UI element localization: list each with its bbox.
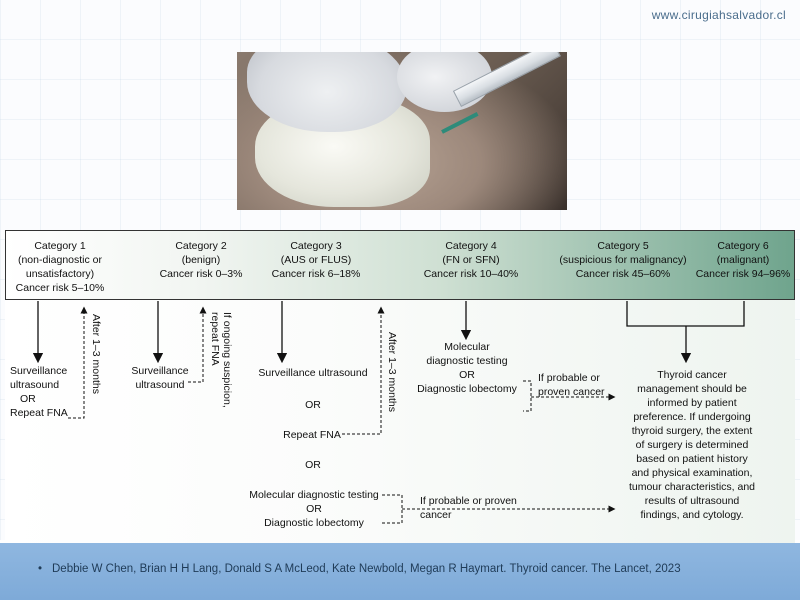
category-5-title: Category 5 bbox=[597, 240, 649, 252]
citation: • Debbie W Chen, Brian H H Lang, Donald S… bbox=[38, 563, 681, 575]
outcome-line-8: and physical examination, bbox=[631, 467, 753, 479]
cat1-return-arrow bbox=[68, 306, 88, 419]
category-2-risk: Cancer risk 0–3% bbox=[159, 268, 243, 280]
citation-footer: • Debbie W Chen, Brian H H Lang, Donald S… bbox=[0, 543, 800, 600]
category-5-desc: (suspicious for malignancy) bbox=[559, 254, 687, 266]
cat4-action-line4: Diagnostic lobectomy bbox=[417, 383, 517, 395]
cat3-return-arrow bbox=[342, 306, 385, 435]
cat2-return-label-line2: repeat FNA bbox=[209, 312, 221, 366]
category-6: Category 6 (malignant) Cancer risk 94–96… bbox=[693, 239, 793, 281]
cat4-action-line1: Molecular bbox=[444, 341, 490, 353]
outcome-line-11: findings, and cytology. bbox=[640, 509, 744, 521]
cat4-condition-line1: If probable or bbox=[538, 372, 600, 384]
cat3-molecular-line1: Molecular diagnostic testing bbox=[249, 489, 379, 501]
cat4-action-or: OR bbox=[459, 369, 475, 381]
category-1: Category 1 (non-diagnostic or unsatisfac… bbox=[10, 239, 110, 295]
category-2: Category 2 (benign) Cancer risk 0–3% bbox=[146, 239, 256, 281]
category-2-title: Category 2 bbox=[175, 240, 227, 252]
cat1-return-label: After 1–3 months bbox=[90, 314, 102, 394]
cat4-action-line2: diagnostic testing bbox=[426, 355, 508, 367]
cat5-6-bracket bbox=[626, 301, 745, 327]
outcome-line-9: tumour characteristics, and bbox=[628, 481, 756, 493]
category-1-desc-line2: unsatisfactory) bbox=[25, 268, 95, 280]
cat4-condition-line2: proven cancer bbox=[538, 386, 605, 398]
category-5: Category 5 (suspicious for malignancy) C… bbox=[553, 239, 693, 281]
cat1-action: Surveillance ultrasound OR Repeat FNA bbox=[10, 364, 70, 420]
citation-text: Debbie W Chen, Brian H H Lang, Donald S … bbox=[52, 563, 681, 575]
category-6-desc: (malignant) bbox=[716, 254, 770, 266]
category-6-title: Category 6 bbox=[717, 240, 769, 252]
category-3-desc: (AUS or FLUS) bbox=[280, 254, 352, 266]
category-3-risk: Cancer risk 6–18% bbox=[271, 268, 361, 280]
category-1-title: Category 1 bbox=[34, 240, 86, 252]
category-2-desc: (benign) bbox=[181, 254, 221, 266]
flow-area bbox=[5, 300, 795, 543]
fna-procedure-photo bbox=[237, 52, 567, 210]
category-band: Category 1 (non-diagnostic or unsatisfac… bbox=[5, 230, 795, 300]
outcome-line-7: based on patient history bbox=[636, 453, 748, 465]
outcome-line-1: Thyroid cancer bbox=[657, 369, 727, 381]
category-5-risk: Cancer risk 45–60% bbox=[575, 268, 671, 280]
category-6-risk: Cancer risk 94–96% bbox=[695, 268, 791, 280]
outcome-line-6: of surgery is determined bbox=[635, 439, 749, 451]
cat3-condition: If probable or proven cancer bbox=[420, 495, 517, 521]
category-1-risk: Cancer risk 5–10% bbox=[15, 282, 105, 294]
cat3-surveillance: Surveillance ultrasound bbox=[258, 367, 368, 379]
cat2-action-line2: ultrasound bbox=[135, 379, 185, 391]
category-4: Category 4 (FN or SFN) Cancer risk 10–40… bbox=[416, 239, 526, 281]
cat2-action: Surveillance ultrasound bbox=[120, 364, 200, 392]
cat4-condition: If probable or proven cancer bbox=[538, 371, 613, 399]
cat3-return-label: After 1–3 months bbox=[386, 332, 398, 412]
category-4-risk: Cancer risk 10–40% bbox=[423, 268, 519, 280]
cat3-or-2: OR bbox=[305, 459, 321, 471]
cat1-action-line1: Surveillance bbox=[10, 365, 68, 377]
cat4-bracket bbox=[523, 380, 532, 412]
category-1-desc-line1: (non-diagnostic or bbox=[17, 254, 103, 266]
cat3-molecular-line3: Diagnostic lobectomy bbox=[264, 517, 364, 529]
cat3-or-1: OR bbox=[305, 399, 321, 411]
cat1-action-line2: ultrasound bbox=[10, 379, 60, 391]
cat3-molecular-or: OR bbox=[306, 503, 322, 515]
cat4-action: Molecular diagnostic testing OR Diagnost… bbox=[412, 340, 522, 396]
cat2-return-label-line1: If ongoing suspicion, bbox=[221, 312, 233, 408]
outcome-text: Thyroid cancer management should be info… bbox=[618, 368, 766, 522]
cat2-action-line1: Surveillance bbox=[131, 365, 189, 377]
category-4-title: Category 4 bbox=[445, 240, 497, 252]
category-4-desc: (FN or SFN) bbox=[442, 254, 500, 266]
outcome-line-3: informed by patient bbox=[647, 397, 737, 409]
outcome-line-5: thyroid surgery, the extent bbox=[631, 425, 753, 437]
outcome-line-2: management should be bbox=[637, 383, 747, 395]
category-3: Category 3 (AUS or FLUS) Cancer risk 6–1… bbox=[261, 239, 371, 281]
cat3-molecular: Molecular diagnostic testing OR Diagnost… bbox=[244, 488, 384, 530]
cat1-action-or: OR bbox=[20, 393, 36, 405]
cat3-molecular-bracket bbox=[382, 494, 403, 524]
outcome-line-10: results of ultrasound bbox=[644, 495, 740, 507]
citation-bullet: • bbox=[38, 563, 43, 575]
cat3-repeat-fna: Repeat FNA bbox=[283, 429, 341, 441]
site-url: www.cirugiahsalvador.cl bbox=[651, 8, 786, 22]
cat1-action-line4: Repeat FNA bbox=[10, 407, 68, 419]
outcome-line-4: preference. If undergoing bbox=[633, 411, 751, 423]
category-3-title: Category 3 bbox=[290, 240, 342, 252]
cat2-return-arrow bbox=[188, 306, 207, 383]
